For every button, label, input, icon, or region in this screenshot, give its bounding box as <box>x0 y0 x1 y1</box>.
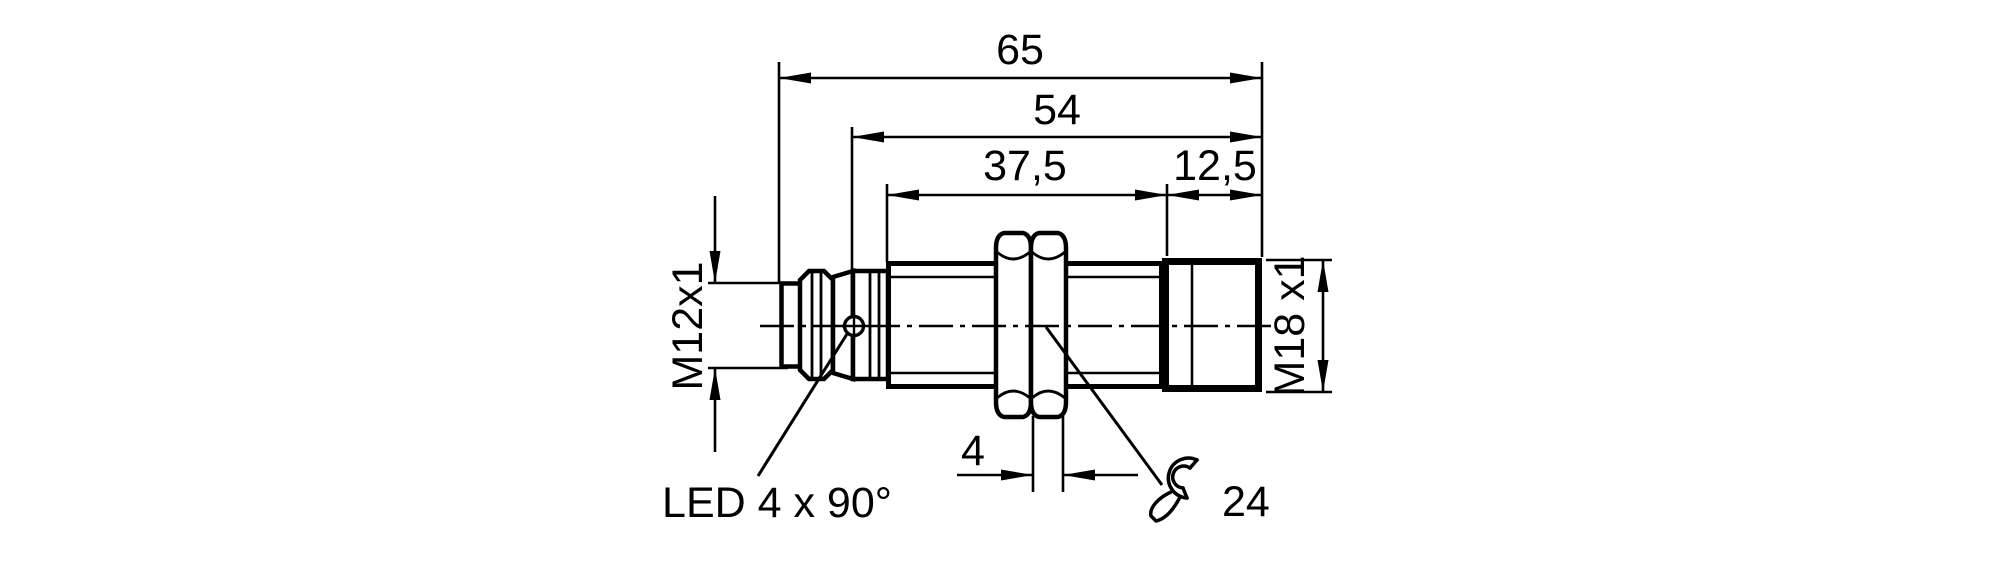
wrench-icon <box>1149 456 1199 523</box>
dim-label-m18x1: M18 x1 <box>1266 255 1314 396</box>
dim-connector-thread: M12x1 <box>664 196 788 452</box>
dim-label-12-5: 12,5 <box>1173 142 1257 190</box>
led-leader-line <box>756 333 849 477</box>
dim-nut-width: 4 <box>957 416 1138 492</box>
dim-label-m12x1: M12x1 <box>664 261 712 390</box>
led-indicator <box>842 313 866 339</box>
dim-thread-length: 37,5 <box>885 142 1169 262</box>
led-callout: LED 4 x 90° <box>662 333 892 527</box>
dim-label-37-5: 37,5 <box>983 142 1067 190</box>
dim-head-length: 12,5 <box>1167 142 1262 201</box>
dim-label-65: 65 <box>996 26 1044 74</box>
dim-body-length: 54 <box>850 86 1262 316</box>
led-label: LED 4 x 90° <box>662 479 892 527</box>
dim-head-thread: M18 x1 <box>1266 255 1332 397</box>
wrench-size-label: 24 <box>1222 478 1270 526</box>
wrench-leader-line <box>1044 326 1164 486</box>
dim-label-4: 4 <box>961 427 985 475</box>
wrench-size-callout: 24 <box>1044 326 1270 526</box>
dim-label-54: 54 <box>1033 86 1081 134</box>
dim-overall-length: 65 <box>777 26 1264 283</box>
